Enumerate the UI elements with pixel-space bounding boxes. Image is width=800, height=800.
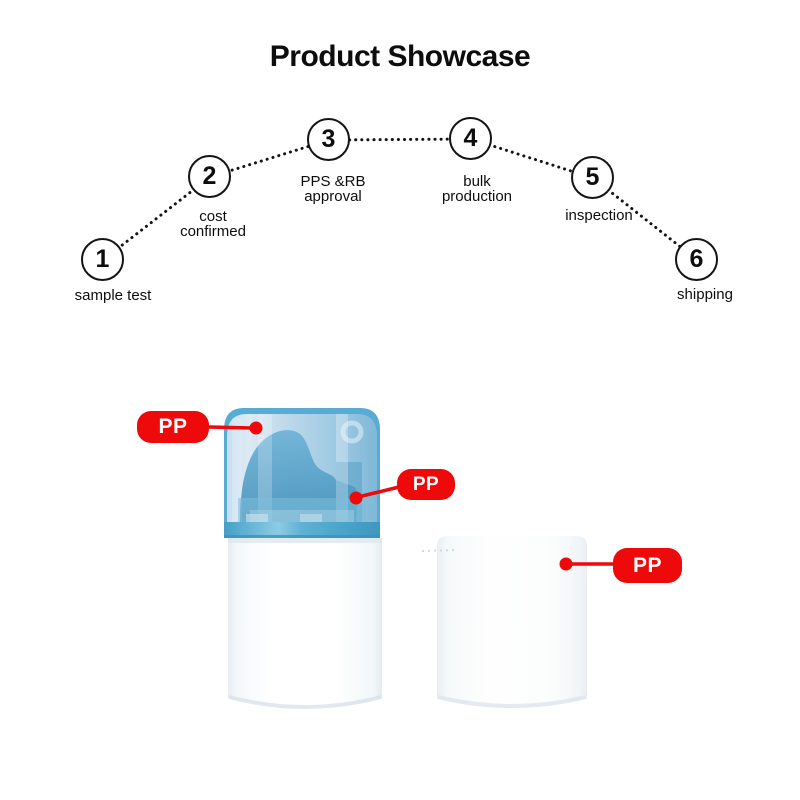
step-label-inspection: inspection [565, 207, 633, 224]
material-badge-over-cap: PP [613, 548, 682, 583]
step-number: 3 [321, 125, 336, 153]
step-number: 2 [202, 162, 217, 190]
step-number: 1 [95, 245, 110, 273]
step-circle-4: 4 [449, 117, 492, 160]
step-circle-6: 6 [675, 238, 718, 281]
step-circle-2: 2 [188, 155, 231, 198]
step-number: 4 [463, 124, 478, 152]
step-number: 5 [585, 163, 600, 191]
step-circle-5: 5 [571, 156, 614, 199]
material-badge-pump: PP [397, 469, 455, 500]
page-title: Product Showcase [269, 40, 531, 73]
step-circle-3: 3 [307, 118, 350, 161]
step-label-pps-rb-approval: PPS &RB approval [300, 173, 366, 205]
white-over-cap-illustration [421, 536, 587, 708]
step-label-bulk-production: bulk production [441, 173, 513, 205]
pump-bottle-illustration [224, 408, 382, 709]
step-label-sample-test: sample test [74, 287, 152, 304]
step-number: 6 [689, 245, 704, 273]
material-callout-dots [249, 421, 573, 571]
step-circle-1: 1 [81, 238, 124, 281]
material-badge-cap: PP [137, 411, 209, 443]
step-label-shipping: shipping [677, 286, 733, 303]
material-callout-lines [208, 425, 615, 566]
step-label-cost-confirmed: cost confirmed [180, 208, 246, 240]
